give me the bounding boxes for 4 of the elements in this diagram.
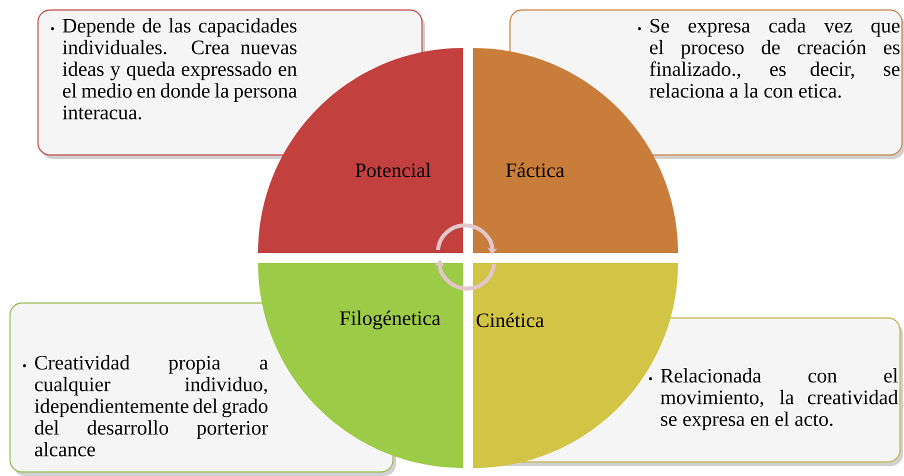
bullet: • xyxy=(648,377,652,380)
bullet: • xyxy=(22,364,26,368)
bullet: • xyxy=(638,27,642,30)
bullet: • xyxy=(50,27,54,30)
